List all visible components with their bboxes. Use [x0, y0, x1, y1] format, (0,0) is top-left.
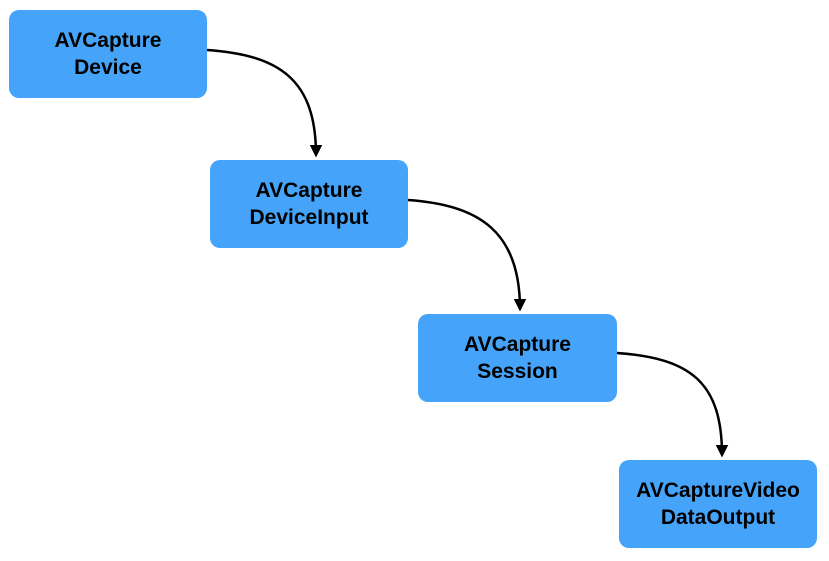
- node-label-line2: DeviceInput: [249, 206, 369, 229]
- node-label-line2: DataOutput: [660, 506, 776, 529]
- node-label-line1: AVCapture: [255, 179, 363, 202]
- node-label-line2: Device: [74, 56, 142, 79]
- node-avcapture-device: AVCapture Device: [9, 10, 207, 98]
- arrow-deviceinput-to-session: [407, 198, 527, 312]
- node-avcapture-deviceinput: AVCapture DeviceInput: [210, 160, 408, 248]
- arrow-session-to-videodataoutput: [616, 351, 729, 458]
- node-label-line1: AVCapture: [54, 29, 162, 52]
- node-avcapture-session: AVCapture Session: [418, 314, 617, 402]
- node-label-line1: AVCapture: [464, 333, 571, 356]
- node-label-line2: Session: [477, 360, 558, 383]
- node-avcapturevideo-dataoutput: AVCaptureVideo DataOutput: [619, 460, 817, 548]
- node-label-line1: AVCaptureVideo: [636, 479, 800, 502]
- arrow-device-to-deviceinput: [206, 48, 323, 158]
